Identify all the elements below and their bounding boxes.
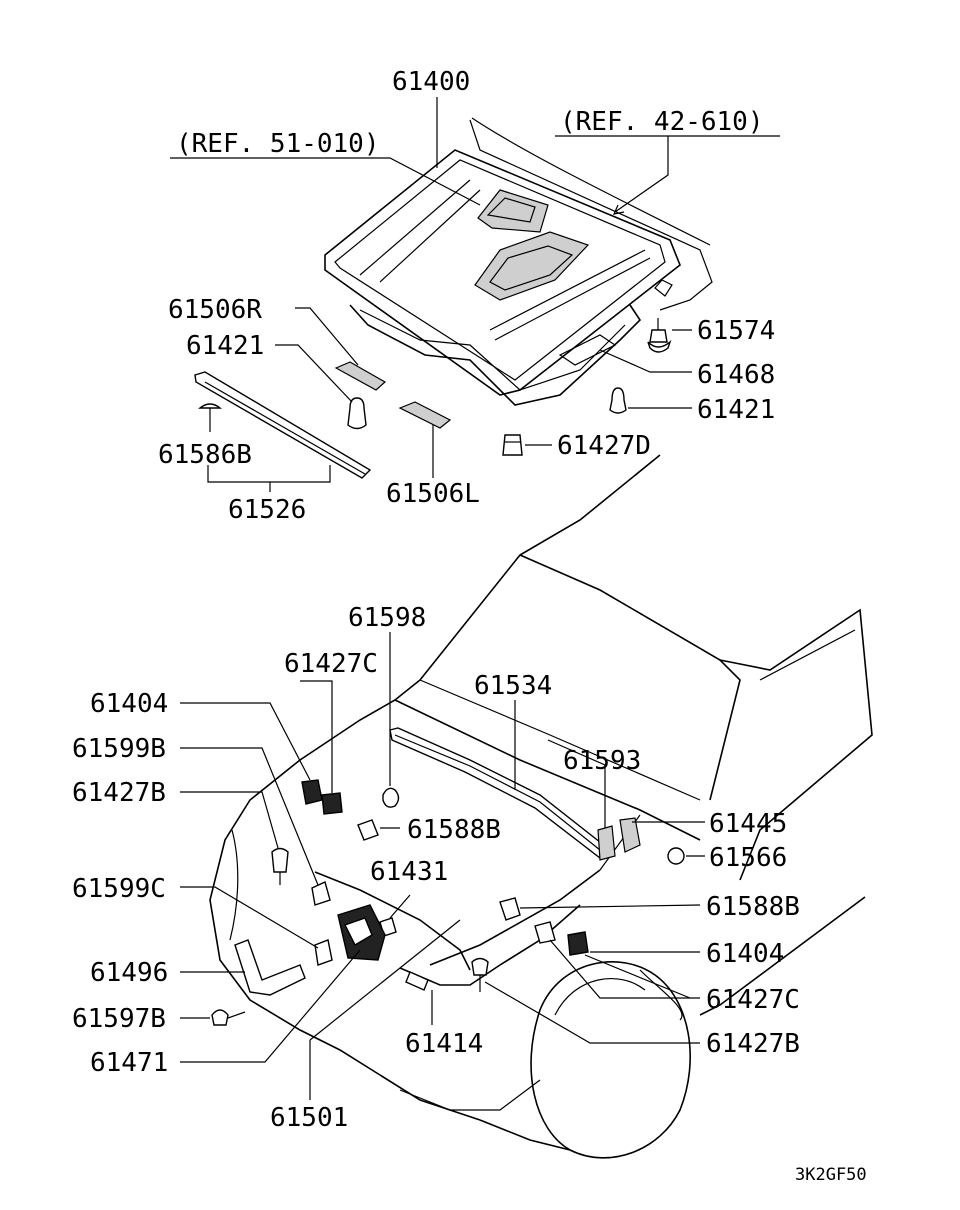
label-61526: 61526 bbox=[228, 495, 306, 525]
label-61574: 61574 bbox=[697, 316, 775, 346]
label-61599C: 61599C bbox=[72, 874, 166, 904]
label-61400: 61400 bbox=[392, 67, 470, 97]
label-ref-51-010: (REF. 51-010) bbox=[176, 129, 380, 159]
label-61471: 61471 bbox=[90, 1048, 168, 1078]
label-61431: 61431 bbox=[370, 857, 448, 887]
label-61588B-top: 61588B bbox=[407, 815, 501, 845]
label-61506L: 61506L bbox=[386, 479, 480, 509]
label-61421-right: 61421 bbox=[697, 395, 775, 425]
label-61404-left: 61404 bbox=[90, 689, 168, 719]
label-61597B: 61597B bbox=[72, 1004, 166, 1034]
label-61421-left: 61421 bbox=[186, 331, 264, 361]
label-ref-42-610: (REF. 42-610) bbox=[560, 107, 764, 137]
label-61414: 61414 bbox=[405, 1029, 483, 1059]
label-61427C-top: 61427C bbox=[284, 649, 378, 679]
label-61588B-right: 61588B bbox=[706, 892, 800, 922]
label-61468: 61468 bbox=[697, 360, 775, 390]
diagram-code: 3K2GF50 bbox=[795, 1165, 867, 1185]
label-61506R: 61506R bbox=[168, 295, 262, 325]
label-61534: 61534 bbox=[474, 671, 552, 701]
label-61427B-right: 61427B bbox=[706, 1029, 800, 1059]
vehicle-body-outline bbox=[209, 454, 873, 1159]
label-61566: 61566 bbox=[709, 843, 787, 873]
label-61427B-left: 61427B bbox=[72, 778, 166, 808]
hood-leaders bbox=[170, 97, 780, 215]
label-61496: 61496 bbox=[90, 958, 168, 988]
latch-parts bbox=[180, 632, 705, 1100]
label-61404-right: 61404 bbox=[706, 939, 784, 969]
label-61501: 61501 bbox=[270, 1103, 348, 1133]
hood-panel bbox=[324, 117, 713, 406]
label-61599B: 61599B bbox=[72, 734, 166, 764]
label-61427C-right: 61427C bbox=[706, 985, 800, 1015]
label-61593: 61593 bbox=[563, 746, 641, 776]
label-61598: 61598 bbox=[348, 603, 426, 633]
label-61445: 61445 bbox=[709, 809, 787, 839]
label-61586B: 61586B bbox=[158, 440, 252, 470]
label-61427D: 61427D bbox=[557, 431, 651, 461]
part-labels: 61400 (REF. 51-010) (REF. 42-610) 61506R… bbox=[72, 67, 867, 1185]
hood-small-parts bbox=[194, 307, 692, 492]
